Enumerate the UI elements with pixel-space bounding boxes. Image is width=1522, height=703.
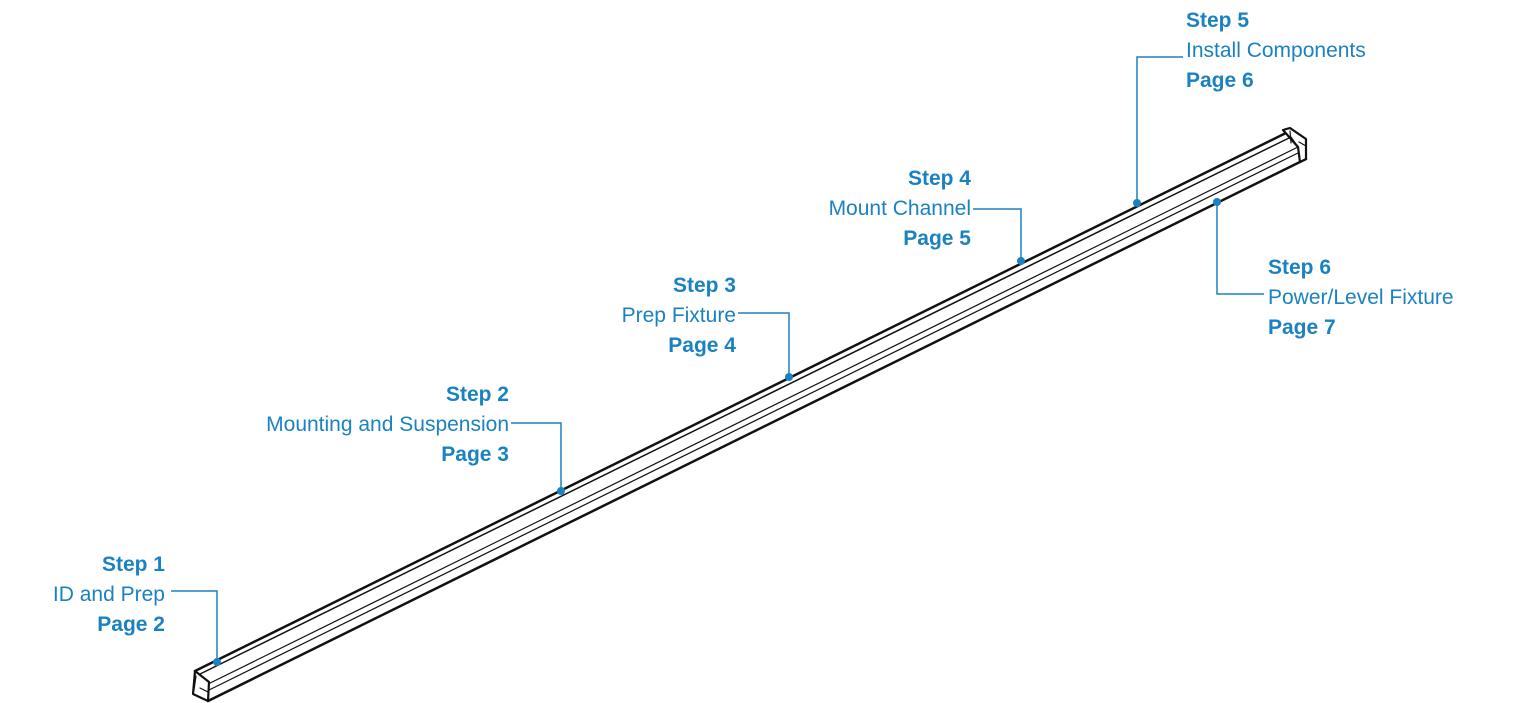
leader-line-step-2 — [511, 422, 562, 491]
step-number: Step 3 — [672, 274, 736, 297]
page-reference[interactable]: Page 4 — [668, 334, 736, 357]
leader-line-step-6 — [1216, 202, 1264, 295]
callout-step-3: Step 3 Prep Fixture Page 4 — [622, 271, 736, 361]
step-title: ID and Prep — [52, 583, 165, 606]
step-title: Mounting and Suspension — [266, 413, 509, 436]
step-number: Step 6 — [1268, 256, 1332, 279]
page-reference[interactable]: Page 7 — [1268, 316, 1336, 339]
callout-leaders — [171, 56, 1264, 662]
page-reference[interactable]: Page 2 — [97, 613, 165, 636]
step-number: Step 2 — [445, 383, 509, 406]
callout-dot-step-3 — [785, 373, 793, 381]
page-reference[interactable]: Page 3 — [441, 443, 509, 466]
callout-dot-step-4 — [1017, 257, 1025, 265]
step-number: Step 1 — [101, 553, 165, 576]
callout-points — [213, 198, 1221, 666]
page-reference[interactable]: Page 5 — [903, 227, 971, 250]
callout-step-2: Step 2 Mounting and Suspension Page 3 — [266, 380, 509, 470]
leader-line-step-5 — [1136, 56, 1183, 203]
page-reference[interactable]: Page 6 — [1186, 69, 1254, 92]
step-number: Step 4 — [907, 167, 971, 190]
step-title: Prep Fixture — [621, 304, 736, 327]
leader-line-step-3 — [738, 312, 790, 377]
callout-step-5: Step 5 Install Components Page 6 — [1186, 6, 1366, 96]
callout-step-1: Step 1 ID and Prep Page 2 — [53, 550, 165, 640]
step-title: Install Components — [1186, 39, 1366, 62]
step-title: Mount Channel — [828, 197, 971, 220]
step-number: Step 5 — [1186, 9, 1250, 32]
callout-dot-step-5 — [1133, 199, 1141, 207]
callout-dot-step-2 — [557, 487, 565, 495]
callout-step-4: Step 4 Mount Channel Page 5 — [829, 164, 971, 254]
callout-step-6: Step 6 Power/Level Fixture Page 7 — [1268, 253, 1454, 343]
callout-dot-step-1 — [213, 658, 221, 666]
callout-dot-step-6 — [1213, 198, 1221, 206]
linear-fixture-channel — [191, 126, 1308, 703]
leader-line-step-4 — [973, 208, 1022, 261]
leader-line-step-1 — [171, 590, 218, 662]
step-title: Power/Level Fixture — [1268, 286, 1454, 309]
